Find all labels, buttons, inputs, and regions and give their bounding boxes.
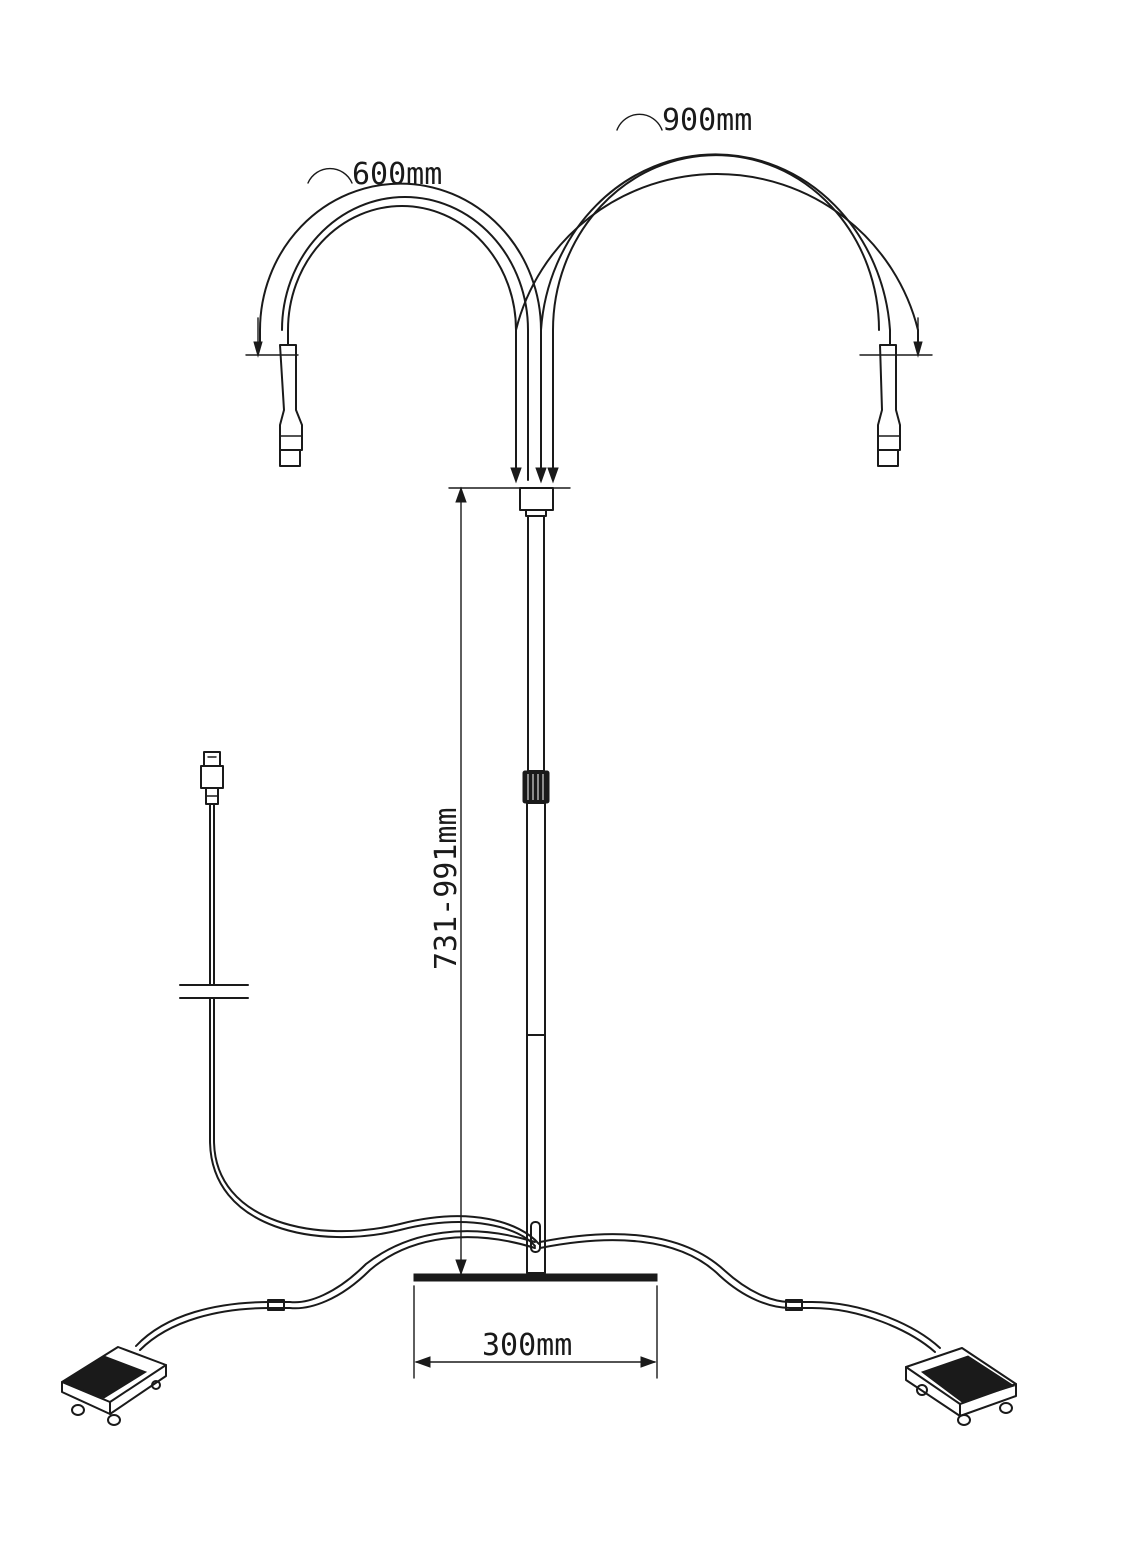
arc-label-600-text: 600mm xyxy=(352,157,442,192)
left-foot-pedal xyxy=(60,1346,167,1426)
upper-pole xyxy=(527,515,545,772)
base-width-label: 300mm xyxy=(482,1328,572,1363)
arc-dimension-marks xyxy=(245,317,933,484)
base-width-dimension: 300mm xyxy=(413,1285,658,1379)
arc-label-900-text: 900mm xyxy=(662,103,752,138)
arc-label-600: 600mm xyxy=(307,157,442,192)
left-pedal-cable xyxy=(135,1230,536,1351)
height-adjust-knob xyxy=(522,770,550,804)
right-pedal-cable xyxy=(539,1233,941,1353)
pole-head-connector xyxy=(519,487,554,517)
left-gooseneck-arm xyxy=(259,182,542,481)
lower-pole xyxy=(526,802,546,1274)
height-dimension: 731-991mm xyxy=(429,486,571,1276)
right-arm-tip xyxy=(877,344,901,467)
left-arm-tip xyxy=(279,344,303,467)
right-gooseneck-arm xyxy=(515,153,919,481)
arc-label-900: 900mm xyxy=(616,103,752,138)
base-plate xyxy=(413,1273,658,1282)
height-dimension-label: 731-991mm xyxy=(429,807,464,970)
usb-cable xyxy=(179,751,540,1247)
right-foot-pedal xyxy=(905,1347,1017,1426)
